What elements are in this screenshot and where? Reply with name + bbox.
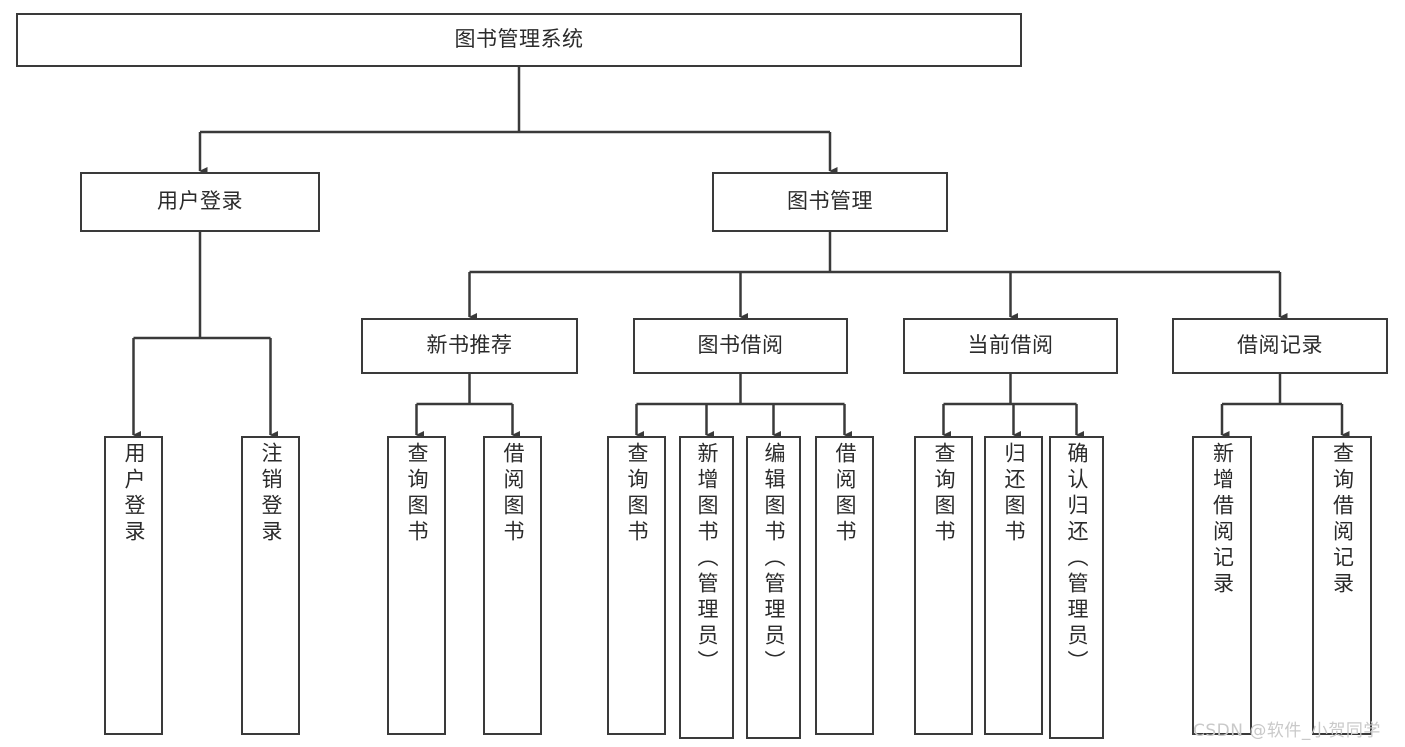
watermark-label: CSDN @软件_小贺同学 <box>1193 721 1381 741</box>
node-label-leaf-add-book-admin: 新增图书（管理员） <box>695 442 719 676</box>
node-label-borrow-record: 借阅记录 <box>1237 333 1323 358</box>
node-user-login[interactable]: 用户登录 <box>80 172 320 232</box>
node-leaf-return-book[interactable]: 归还图书 <box>984 436 1043 735</box>
node-leaf-add-book-admin[interactable]: 新增图书（管理员） <box>679 436 734 739</box>
node-label-leaf-query-book-recommend: 查询图书 <box>405 442 429 546</box>
node-label-leaf-add-borrow-record: 新增借阅记录 <box>1210 442 1235 598</box>
node-label-user-login: 用户登录 <box>157 189 243 214</box>
node-label-root: 图书管理系统 <box>454 27 584 52</box>
node-leaf-edit-book-admin[interactable]: 编辑图书（管理员） <box>746 436 801 739</box>
node-label-new-book-recommend: 新书推荐 <box>426 333 513 358</box>
node-label-leaf-user-login: 用户登录 <box>122 442 146 546</box>
node-leaf-confirm-return-admin[interactable]: 确认归还（管理员） <box>1049 436 1104 739</box>
node-label-leaf-query-borrow-record: 查询借阅记录 <box>1330 442 1355 598</box>
node-leaf-query-borrow-record[interactable]: 查询借阅记录 <box>1312 436 1372 735</box>
node-leaf-query-book-recommend[interactable]: 查询图书 <box>387 436 446 735</box>
node-book-borrow[interactable]: 图书借阅 <box>633 318 848 374</box>
node-leaf-user-logout[interactable]: 注销登录 <box>241 436 300 735</box>
node-label-leaf-edit-book-admin: 编辑图书（管理员） <box>762 442 786 676</box>
node-label-leaf-confirm-return-admin: 确认归还（管理员） <box>1065 442 1089 676</box>
node-leaf-add-borrow-record[interactable]: 新增借阅记录 <box>1192 436 1252 735</box>
node-current-borrow[interactable]: 当前借阅 <box>903 318 1118 374</box>
node-label-leaf-query-book-borrow: 查询图书 <box>625 442 649 546</box>
node-new-book-recommend[interactable]: 新书推荐 <box>361 318 578 374</box>
edge-group <box>132 67 1350 440</box>
node-label-leaf-user-logout: 注销登录 <box>259 442 283 546</box>
node-label-current-borrow: 当前借阅 <box>967 333 1054 358</box>
node-label-leaf-borrow-book-recommend: 借阅图书 <box>501 442 525 546</box>
node-label-leaf-return-book: 归还图书 <box>1002 442 1026 546</box>
node-leaf-user-login[interactable]: 用户登录 <box>104 436 163 735</box>
node-leaf-query-book-borrow[interactable]: 查询图书 <box>607 436 666 735</box>
node-label-book-manage: 图书管理 <box>787 189 873 214</box>
node-leaf-borrow-book[interactable]: 借阅图书 <box>815 436 874 735</box>
node-borrow-record[interactable]: 借阅记录 <box>1172 318 1388 374</box>
node-leaf-borrow-book-recommend[interactable]: 借阅图书 <box>483 436 542 735</box>
node-label-leaf-query-book-current: 查询图书 <box>932 442 956 546</box>
node-book-manage[interactable]: 图书管理 <box>712 172 948 232</box>
node-label-book-borrow: 图书借阅 <box>697 333 784 358</box>
node-label-leaf-borrow-book: 借阅图书 <box>833 442 857 546</box>
node-leaf-query-book-current[interactable]: 查询图书 <box>914 436 973 735</box>
node-root[interactable]: 图书管理系统 <box>16 13 1022 67</box>
